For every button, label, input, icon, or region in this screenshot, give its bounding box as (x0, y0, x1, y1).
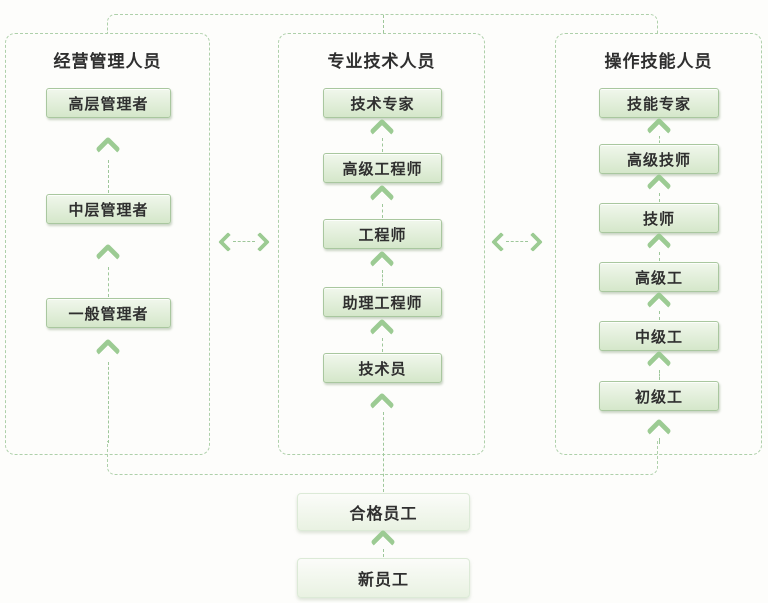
level-box-technician: 技师 (599, 203, 719, 233)
level-box-middle-manager: 中层管理者 (46, 194, 171, 224)
dashed-connector (659, 370, 660, 380)
column-title: 操作技能人员 (604, 52, 713, 71)
arrow-up-icon (95, 338, 121, 364)
dashed-connector (382, 270, 383, 286)
arrow-up-icon (95, 243, 121, 269)
level-box-senior-technician: 高级技师 (599, 144, 719, 174)
level-box-intermediate-worker: 中级工 (599, 321, 719, 351)
level-box-senior-engineer: 高级工程师 (323, 153, 442, 183)
dashed-connector (659, 136, 660, 143)
arrow-right-icon (250, 232, 270, 252)
arrow-up-icon (95, 136, 121, 162)
dashed-connector (659, 311, 660, 320)
level-box-assistant-engineer: 助理工程师 (323, 287, 442, 317)
column-title: 专业技术人员 (327, 52, 436, 71)
arrow-left-icon (218, 232, 238, 252)
bottom-connector (107, 441, 658, 475)
arrow-up-icon (369, 392, 395, 418)
dashed-connector (659, 193, 660, 202)
level-box-senior-manager: 高层管理者 (46, 88, 171, 118)
double-arrow-icon (491, 232, 543, 252)
level-box-general-manager: 一般管理者 (46, 298, 171, 328)
dashed-connector (108, 267, 109, 297)
top-connector (107, 14, 658, 33)
level-box-technician: 技术员 (323, 353, 442, 383)
dashed-connector (108, 160, 109, 193)
level-box-senior-worker: 高级工 (599, 262, 719, 292)
top-connector-middle-tick (383, 15, 384, 33)
arrow-left-icon (491, 232, 511, 252)
base-box-qualified-employee: 合格员工 (297, 493, 470, 531)
double-arrow-icon (218, 232, 270, 252)
dashed-connector (383, 412, 384, 492)
dashed-connector (233, 241, 255, 242)
base-box-new-employee: 新员工 (297, 558, 470, 598)
level-box-technical-expert: 技术专家 (323, 88, 442, 118)
column-technical: 专业技术人员 技术专家 高级工程师 工程师 助理工程师 技术员 (278, 33, 485, 455)
arrow-right-icon (523, 232, 543, 252)
column-title: 经营管理人员 (53, 52, 162, 71)
dashed-connector (382, 338, 383, 352)
dashed-connector (659, 252, 660, 261)
level-box-skill-expert: 技能专家 (599, 88, 719, 118)
dashed-connector (383, 549, 384, 557)
column-skill: 操作技能人员 技能专家 高级技师 技师 高级工 中级工 初级工 (555, 33, 762, 455)
dashed-connector (108, 362, 109, 443)
dashed-connector (382, 138, 383, 152)
dashed-connector (659, 438, 660, 444)
column-management: 经营管理人员 高层管理者 中层管理者 一般管理者 (5, 33, 210, 455)
dashed-connector (506, 241, 528, 242)
level-box-engineer: 工程师 (323, 219, 442, 249)
dashed-connector (382, 204, 383, 218)
level-box-junior-worker: 初级工 (599, 381, 719, 411)
